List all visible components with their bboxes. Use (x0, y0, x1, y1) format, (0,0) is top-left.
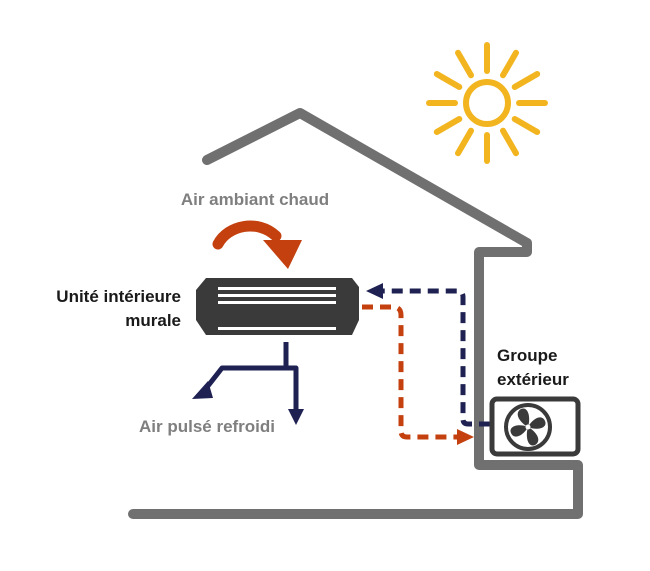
indoor-unit-label-line1: Unité intérieure (56, 287, 181, 306)
fan-icon (504, 403, 552, 451)
outdoor-unit-label-line2: extérieur (497, 370, 569, 389)
sun-ray (433, 116, 463, 135)
cold-refrigerant-line (366, 283, 490, 427)
warm-air-label: Air ambiant chaud (181, 190, 329, 209)
sun-ray (500, 127, 519, 157)
cooled-air-label: Air pulsé refroidi (139, 417, 275, 436)
sun-ray (433, 71, 463, 90)
warm-refrigerant-line (362, 304, 474, 445)
outdoor-unit (489, 396, 581, 457)
sun-ray (511, 116, 541, 135)
cooled-air-arrowhead-down (288, 409, 304, 425)
outdoor-unit-label-line1: Groupe (497, 346, 557, 365)
indoor-wall-unit (196, 278, 359, 335)
sun-ray (455, 127, 474, 157)
sun-ray (511, 71, 541, 90)
sun-ray (500, 49, 519, 79)
cooled-air-arrowhead-left (192, 381, 213, 399)
sun-ray (455, 49, 474, 79)
indoor-unit-label-line2: murale (125, 311, 181, 330)
warm-air-arrow (212, 220, 302, 269)
sun-icon (426, 42, 548, 164)
cooled-air-arrows (202, 342, 299, 410)
house-outline (128, 108, 583, 519)
